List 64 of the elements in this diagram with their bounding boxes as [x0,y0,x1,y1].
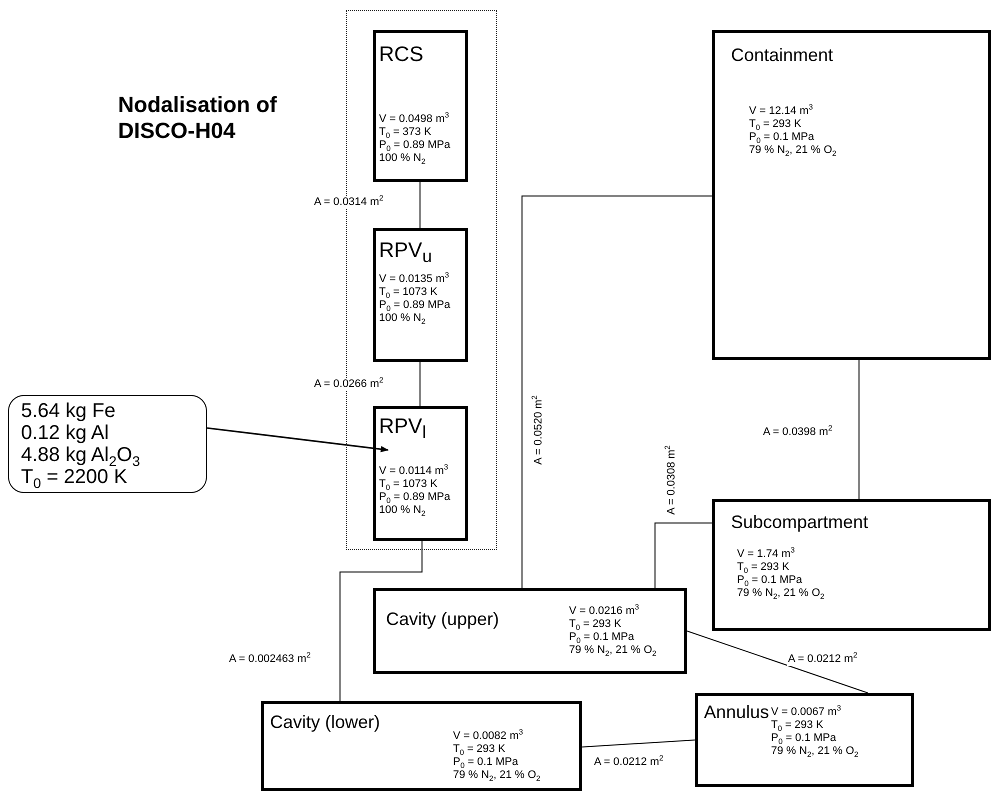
compartment-property: V = 0.0216 m$^{3}$ [569,605,640,618]
compartment-box [373,228,468,362]
debris-property: T$_{0}$ = 2200 K [21,466,128,488]
compartment-property: P$_{0}$ = 0.1 MPa [771,732,836,745]
compartment-property: V = 0.0135 m$^{3}$ [379,273,450,286]
edge-label: A = 0.0314 m$^{2}$ [313,196,384,209]
compartment-box [712,499,991,631]
compartment-property: 79 % N$_{2}$, 21 % O$_{2}$ [453,769,540,782]
compartment-property: P$_{0}$ = 0.89 MPa [379,299,450,312]
edge-label: A = 0.0266 m$^{2}$ [313,378,384,391]
compartment-property: P$_{0}$ = 0.89 MPa [379,491,450,504]
compartment-property: 100 % N$_{2}$ [379,312,426,325]
connector-line [582,740,696,748]
compartment-property: T$_{0}$ = 293 K [737,561,790,574]
compartment-property: V = 0.0067 m$^{3}$ [771,706,842,719]
compartment-property: P$_{0}$ = 0.1 MPa [453,756,518,769]
diagram-title: Nodalisation of DISCO-H04 [118,92,278,144]
compartment-name: Cavity (upper) [386,609,500,630]
compartment-property: V = 1.74 m$^{3}$ [737,548,796,561]
compartment-property: 79 % N$_{2}$, 21 % O$_{2}$ [737,587,824,600]
compartment-property: 79 % N$_{2}$, 21 % O$_{2}$ [771,745,858,758]
compartment-property: P$_{0}$ = 0.89 MPa [379,139,450,152]
compartment-box [373,406,468,541]
compartment-property: V = 12.14 m$^{3}$ [749,105,814,118]
debris-property: 4.88 kg Al$_{2}$O$_{3}$ [21,444,140,466]
compartment-box [373,30,468,182]
compartment-property: 100 % N$_{2}$ [379,504,426,517]
compartment-property: P$_{0}$ = 0.1 MPa [749,131,814,144]
compartment-name: RCS [379,43,424,68]
debris-box [8,395,207,493]
compartment-property: 79 % N$_{2}$, 21 % O$_{2}$ [749,144,836,157]
compartment-property: V = 0.0082 m$^{3}$ [453,730,524,743]
compartment-property: V = 0.0114 m$^{3}$ [379,465,450,478]
compartment-property: T$_{0}$ = 373 K [379,126,432,139]
connector-line [340,540,422,702]
compartment-property: T$_{0}$ = 293 K [749,118,802,131]
compartment-property: T$_{0}$ = 293 K [453,743,506,756]
compartment-property: T$_{0}$ = 1073 K [379,286,438,299]
compartment-box [695,693,914,787]
edge-label: A = 0.0212 m$^{2}$ [787,653,858,666]
connector-line [522,196,712,588]
compartment-property: T$_{0}$ = 1073 K [379,478,438,491]
compartment-property: 79 % N$_{2}$, 21 % O$_{2}$ [569,644,656,657]
compartment-name: Subcompartment [731,512,868,533]
arrow [206,427,389,452]
connector-line [686,630,868,694]
compartment-property: 100 % N$_{2}$ [379,152,426,165]
compartment-property: V = 0.0498 m$^{3}$ [379,113,450,126]
connector-line [654,522,712,588]
compartment-property: P$_{0}$ = 0.1 MPa [569,631,634,644]
connector-line [858,360,860,500]
compartment-name: RPV$_{u}$ [379,239,432,266]
compartment-name: Cavity (lower) [270,712,380,733]
debris-property: 0.12 kg Al [21,422,110,444]
compartment-property: T$_{0}$ = 293 K [569,618,622,631]
compartment-name: Containment [731,45,834,66]
compartment-property: T$_{0}$ = 293 K [771,719,824,732]
compartment-box [712,30,991,360]
compartment-box [261,701,582,791]
compartment-box [373,588,687,674]
compartment-name: RPV$_{l}$ [379,415,426,442]
debris-property: 5.64 kg Fe [21,400,117,422]
compartment-property: P$_{0}$ = 0.1 MPa [737,574,802,587]
compartment-name: Annulus [704,702,770,723]
